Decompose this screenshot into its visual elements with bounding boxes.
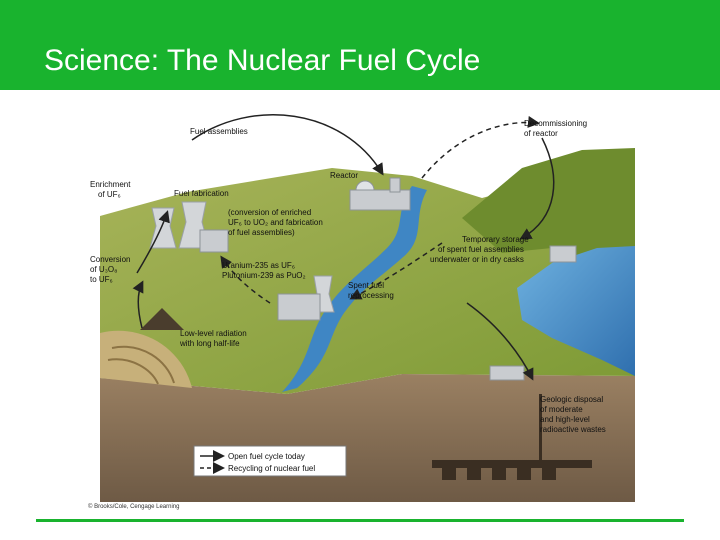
lake — [517, 246, 635, 376]
legend-open-label: Open fuel cycle today — [228, 452, 305, 461]
arrow-reprocessing-to-fabrication — [220, 255, 271, 304]
label-spent-fuel-2: reprocessing — [348, 291, 394, 300]
waste-pile — [140, 308, 184, 330]
slide-title: Science: The Nuclear Fuel Cycle — [44, 44, 481, 77]
label-conversion-1: Conversion — [90, 255, 130, 264]
reprocessing-plant — [277, 293, 321, 321]
arrow-storage-to-reprocessing — [349, 242, 443, 300]
hills — [462, 148, 635, 263]
arrow-fuel-to-reactor — [191, 114, 384, 176]
label-fabrication-note-2: UF₆ to UO₂ and fabrication — [228, 218, 323, 227]
fabrication-plant — [199, 229, 229, 253]
label-uranium: Uranium-235 as UF₆ — [222, 261, 295, 270]
storage-building — [549, 245, 577, 263]
label-geologic-3: and high-level — [540, 415, 590, 424]
legend-recycling-label: Recycling of nuclear fuel — [228, 464, 315, 473]
label-plutonium: Plutonium-239 as PuO₂ — [222, 271, 306, 280]
label-temp-storage-2: of spent fuel assemblies — [438, 245, 524, 254]
label-fabrication-note-1: (conversion of enriched — [228, 208, 311, 217]
label-decommissioning-2: of reactor — [524, 129, 558, 138]
reactor-building — [349, 189, 411, 211]
repository-tunnel — [432, 460, 592, 468]
label-low-level-1: Low-level radiation — [180, 329, 247, 338]
title-bar — [0, 0, 720, 90]
label-conversion-2: of U₃O₈ — [90, 265, 117, 274]
label-spent-fuel-1: Spent fuel — [348, 281, 384, 290]
arrow-reactor-to-decommission — [421, 115, 540, 179]
label-enrichment-1: Enrichment — [90, 180, 131, 189]
label-fuel-assemblies: Fuel assemblies — [190, 127, 248, 136]
label-fuel-fabrication: Fuel fabrication — [174, 189, 229, 198]
label-geologic-1: Geologic disposal — [540, 395, 603, 404]
arrow-decommission-to-storage — [519, 137, 555, 240]
label-temp-storage-3: underwater or in dry casks — [430, 255, 524, 264]
label-temp-storage-1: Temporary storage — [462, 235, 529, 244]
label-decommissioning-1: Decommissioning — [524, 119, 587, 128]
label-conversion-3: to UF₆ — [90, 275, 113, 284]
open-pit-mine — [100, 330, 192, 388]
label-enrichment-2: of UF₆ — [98, 190, 121, 199]
label-low-level-2: with long half-life — [179, 339, 240, 348]
label-geologic-2: of moderate — [540, 405, 583, 414]
legend: Open fuel cycle today Recycling of nucle… — [193, 445, 347, 477]
arrow-storage-to-disposal — [466, 302, 534, 381]
label-geologic-4: radioactive wastes — [540, 425, 606, 434]
facilities — [149, 177, 577, 381]
arrow-mine-to-conversion — [132, 280, 144, 329]
arrow-conversion-to-enrichment — [136, 210, 170, 274]
repository-shaft — [539, 394, 542, 460]
disposal-surface-facility — [489, 365, 525, 381]
label-fabrication-note-3: of fuel assemblies) — [228, 228, 295, 237]
label-reactor: Reactor — [330, 171, 358, 180]
footer-rule — [36, 519, 684, 522]
flow-arrows — [132, 114, 555, 381]
credit-line: © Brooks/Cole, Cengage Learning — [88, 503, 179, 510]
soil-cross-section — [100, 374, 635, 502]
nuclear-fuel-cycle-diagram: Fuel assemblies Decommissioning of react… — [82, 98, 635, 512]
landscape — [100, 148, 635, 502]
